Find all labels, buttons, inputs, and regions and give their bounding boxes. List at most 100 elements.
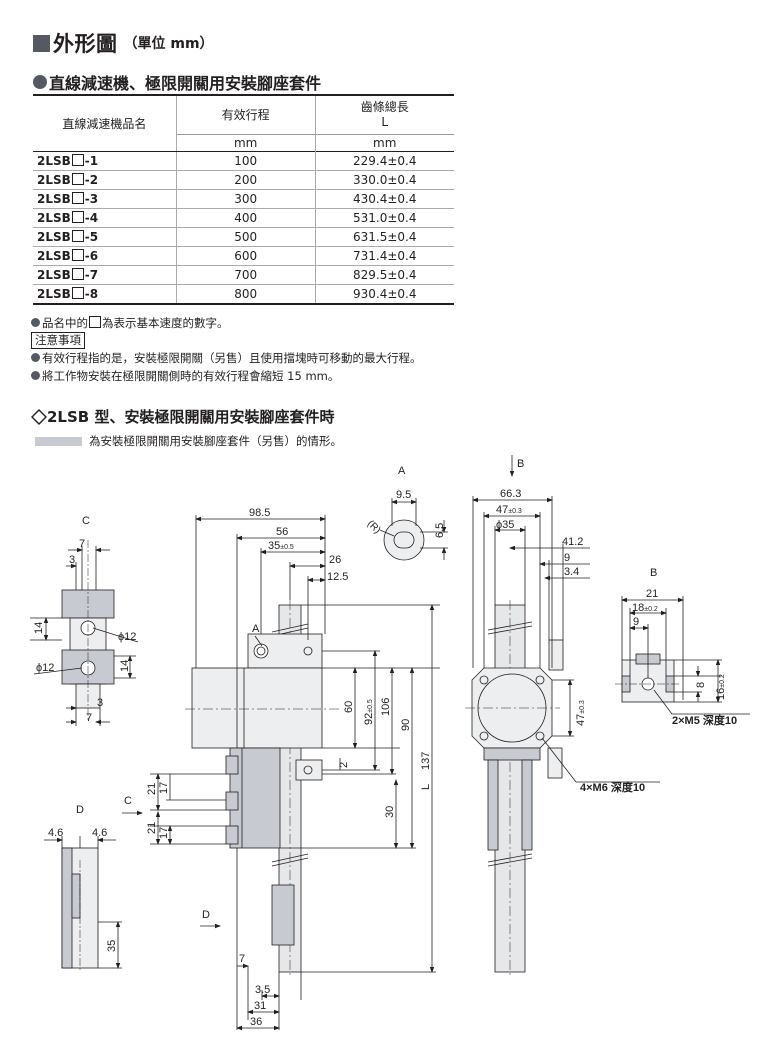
model-suffix: -6 (84, 249, 99, 263)
stroke-cell: 300 (175, 189, 315, 209)
dim-60: 60 (343, 701, 355, 713)
dim-47v: 47±0.3 (575, 700, 587, 726)
dim-d4-6b: 4.6 (92, 827, 107, 839)
model-prefix: 2LSB (37, 211, 71, 225)
bullet-dot-icon (31, 318, 40, 327)
model-cell: 2LSB -4 (33, 209, 176, 228)
title-unit: （單位 mm） (123, 36, 214, 52)
dim-90: 90 (400, 719, 412, 731)
length-cell: 829.5±0.4 (314, 265, 454, 285)
legend-text: 為安裝極限開關用安裝腳座套件（另售）的情形。 (89, 434, 342, 448)
view-a-label: A (398, 465, 406, 477)
box-placeholder-icon (71, 249, 84, 261)
dim-7: 7 (239, 953, 245, 965)
dim-phi35: ϕ35 (496, 519, 514, 531)
model-prefix: 2LSB (37, 249, 71, 263)
dim-21a: 21 (146, 783, 158, 795)
diamond-icon (31, 408, 47, 425)
section-heading: 直線減速機、極限開關用安裝腳座套件 (33, 70, 321, 94)
subsection-heading: 2LSB 型、安裝極限開關用安裝腳座套件時 (31, 406, 334, 427)
col-length-header-line2: L (381, 114, 389, 129)
view-d-label: D (76, 804, 84, 816)
m6-note: 4×M6 深度10 (580, 780, 645, 794)
stroke-cell: 100 (175, 151, 315, 171)
title-square-icon (33, 34, 50, 52)
dim-d35: 35 (106, 940, 118, 952)
stroke-cell: 700 (175, 265, 315, 285)
stroke-cell: 500 (175, 227, 315, 247)
dim-92: 92±0.5 (363, 699, 375, 725)
dim-36: 36 (250, 1016, 262, 1028)
length-cell: 531.0±0.4 (314, 208, 454, 228)
section-heading-text: 直線減速機、極限開關用安裝腳座套件 (49, 74, 322, 93)
dim-c3: 3 (69, 554, 75, 566)
model-suffix: -4 (84, 211, 99, 225)
dim-6-5: 6.5 (434, 523, 446, 538)
subsection-heading-text: 2LSB 型、安裝極限開關用安裝腳座套件時 (47, 408, 335, 426)
bullet-dot-icon (31, 353, 40, 362)
dim-d4-6a: 4.6 (48, 827, 63, 839)
caution-label-row: 注意事項 (31, 332, 85, 349)
model-cell: 2LSB-5 (33, 228, 176, 247)
model-suffix: -8 (84, 287, 99, 301)
dim-30: 30 (384, 806, 396, 818)
col-stroke-header: 有效行程 (175, 95, 315, 135)
length-cell: 330.0±0.4 (314, 170, 454, 190)
length-cell: 229.4±0.4 (314, 151, 454, 171)
model-prefix: 2LSB (37, 287, 71, 301)
dim-b9: 9 (633, 616, 639, 628)
model-prefix: 2LSB (37, 173, 71, 187)
col-length-unit: mm (314, 134, 454, 152)
model-prefix: 2LSB (37, 192, 71, 206)
dim-L: L (420, 784, 432, 790)
length-cell: 731.4±0.4 (314, 246, 454, 266)
view-b-arrow-label: B (517, 458, 524, 470)
gearbox-housing (191, 667, 323, 749)
dim-41-2: 41.2 (562, 536, 583, 548)
caution-1-text: 有效行程指的是，安裝極限開關（另售）且使用擋塊時可移動的最大行程。 (42, 351, 422, 365)
box-placeholder-icon (71, 211, 84, 223)
note-1-text-b: 為表示基本速度的數字。 (102, 316, 229, 330)
dim-b16: 16±0.2 (715, 674, 727, 700)
dim-R: (R) (365, 518, 383, 536)
dim-b18: 18±0.2 (632, 602, 658, 614)
model-cell: 2LSB -3 (33, 190, 176, 209)
model-suffix: -3 (84, 192, 99, 206)
dim-98-5: 98.5 (249, 507, 270, 519)
dim-9: 9 (564, 552, 570, 564)
page-title: 外形圖 （單位 mm） (33, 30, 214, 56)
dim-b21: 21 (646, 588, 658, 600)
dim-35: 35±0.5 (268, 540, 294, 552)
dim-2: 2 (338, 762, 350, 768)
dim-31: 31 (254, 1000, 266, 1012)
box-placeholder-icon (71, 230, 84, 242)
dim-b8: 8 (695, 682, 707, 688)
box-placeholder-icon (71, 268, 84, 280)
dim-56: 56 (276, 526, 288, 538)
model-cell: 2LSB -8 (33, 285, 176, 305)
bullet-dot-icon (31, 371, 40, 380)
dim-106: 106 (380, 698, 392, 716)
dim-21b: 21 (146, 822, 158, 834)
arrow-d-label: D (202, 909, 210, 921)
bullet-dot-icon (33, 75, 47, 89)
m5-note: 2×M5 深度10 (672, 713, 737, 727)
model-prefix: 2LSB (37, 268, 71, 282)
dim-3-4: 3.4 (564, 566, 579, 578)
dim-137: 137 (420, 752, 432, 770)
dim-9-5: 9.5 (396, 489, 411, 501)
col-length-header-line1: 齒條總長 (360, 99, 409, 114)
box-placeholder-icon (71, 287, 84, 299)
box-placeholder-icon (71, 154, 84, 166)
note-1-text-a: 品名中的 (42, 316, 88, 330)
dim-c3b: 3 (97, 697, 103, 709)
length-cell: 930.4±0.4 (314, 284, 454, 304)
legend: 為安裝極限開關用安裝腳座套件（另售）的情形。 (35, 433, 342, 449)
dim-c14b: 14 (119, 660, 131, 672)
